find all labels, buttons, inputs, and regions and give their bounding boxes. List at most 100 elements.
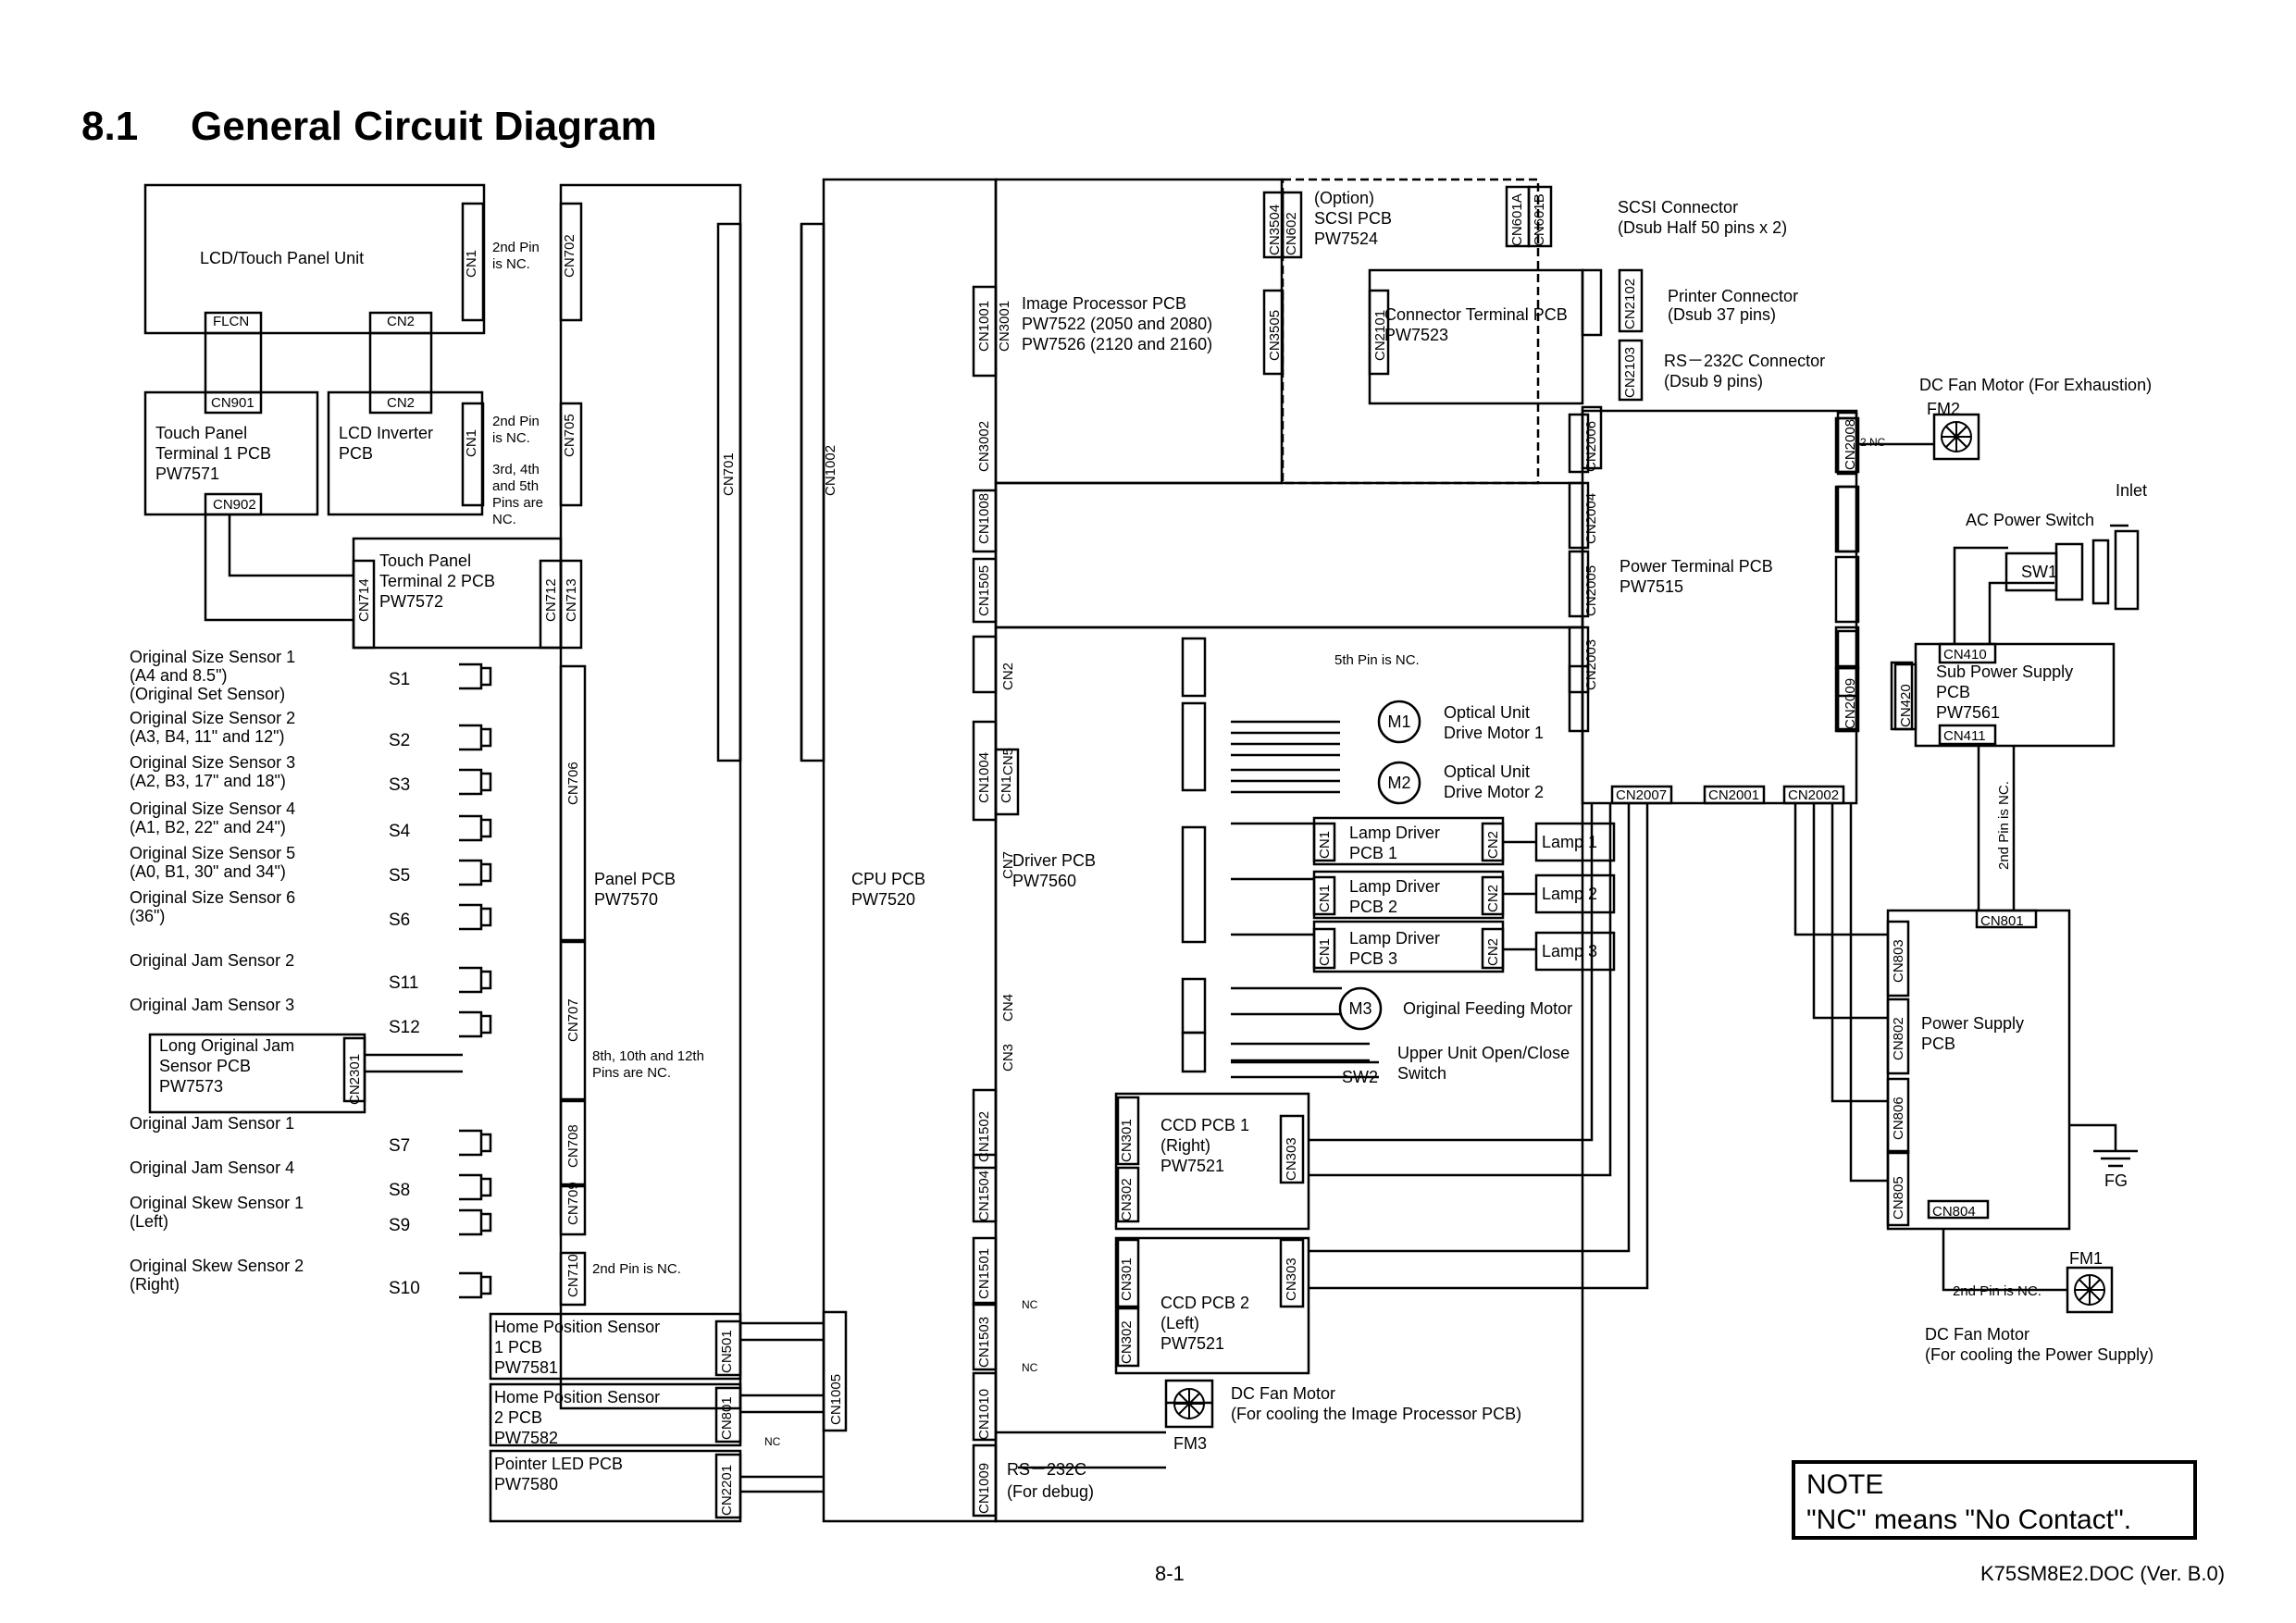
pcb-label-tp1: Terminal 1 PCB [155, 444, 271, 463]
pcb-label-lcd: LCD/Touch Panel Unit [200, 249, 364, 267]
sensor-icon [459, 1173, 492, 1201]
pcb-label-lcdinv: PCB [339, 444, 373, 463]
connector-label: CN706 [565, 762, 581, 805]
pcb-label-lamp2: Lamp 2 [1542, 885, 1597, 903]
sensor-label: Original Size Sensor 2 [130, 709, 295, 727]
connector-label: CN410 [1943, 647, 1987, 663]
connector-label: CN601A [1509, 193, 1525, 246]
fan-id: FM3 [1173, 1434, 1207, 1453]
connector-label: CN2301 [347, 1054, 363, 1105]
pcb-label-ccd2: PW7521 [1160, 1334, 1224, 1353]
section-number: 8.1 [81, 104, 139, 149]
connector-label: CN1008 [976, 493, 992, 544]
pcb-label-panel: PW7570 [594, 890, 658, 909]
fan-id: FM2 [1927, 400, 1960, 418]
connector-label: CN601B [1532, 193, 1547, 246]
pcb-label-lamp1: Lamp 1 [1542, 833, 1597, 851]
rs232-debug-label: (For debug) [1007, 1482, 1094, 1501]
connector-label: CN3002 [976, 421, 992, 472]
pcb-label-scsi: SCSI PCB [1314, 209, 1392, 228]
vertical-2nd-pin-note: 2nd Pin is NC. [1996, 781, 2012, 870]
pcb-label-ps: PCB [1921, 1035, 1955, 1053]
connector-label: CN1504 [976, 1171, 992, 1221]
connector-label: CN707 [565, 998, 581, 1042]
pcb-label-lamp2drv: PCB 2 [1349, 898, 1397, 916]
nc-mark: NC [1022, 1361, 1038, 1374]
sensor-label: Original Size Sensor 5 [130, 844, 295, 862]
pcb-label-driver: Driver PCB [1012, 851, 1096, 870]
fan-label: DC Fan Motor [1231, 1384, 1335, 1403]
two-nc-mark: 2 NC [1860, 436, 1886, 449]
sensor-switch-id: S7 [389, 1136, 410, 1156]
fg-label: FG [2104, 1171, 2128, 1190]
pcb-label-conn: PW7523 [1384, 326, 1448, 344]
second-pin-note-2: 2nd Pin [492, 414, 540, 429]
connector-label: CN1009 [976, 1463, 992, 1514]
pcb-label-led: PW7580 [494, 1475, 558, 1493]
sensor-icon [459, 663, 492, 690]
sensor-icon [459, 1271, 492, 1299]
connector-label: CN901 [211, 395, 254, 411]
motor-id: M3 [1348, 999, 1371, 1018]
fan-label: DC Fan Motor (For Exhaustion) [1919, 376, 2152, 394]
connector-label: CN1502 [976, 1111, 992, 1162]
connector-label: CN1 [464, 429, 479, 457]
second-pin-nc-note-fm1: 2nd Pin is NC. [1953, 1283, 2042, 1299]
sensor-switch-id: S2 [389, 731, 410, 750]
connector-label: CN4 [1000, 994, 1016, 1022]
connector-label: CN701 [721, 452, 737, 496]
scsi-connector-label: (Dsub Half 50 pins x 2) [1618, 218, 1787, 237]
pcb-label-driver: PW7560 [1012, 872, 1076, 890]
connector-label: CN2006 [1583, 421, 1599, 472]
pins-8-10-12-note: Pins are NC. [592, 1065, 671, 1081]
connector-label: CN2008 [1843, 419, 1858, 470]
pcb-label-subps: Sub Power Supply [1936, 663, 2073, 681]
connector-label: CN702 [562, 234, 577, 278]
motor-label: Original Feeding Motor [1403, 999, 1572, 1018]
connector-label: CN303 [1284, 1137, 1299, 1181]
sensor-switch-id: S8 [389, 1181, 410, 1200]
sensor-label: (A0, B1, 30" and 34") [130, 862, 286, 881]
connector-label: CN804 [1932, 1204, 1976, 1220]
connector-label: CN3 [1000, 1044, 1016, 1072]
pcb-label-lcdinv: LCD Inverter [339, 424, 433, 442]
connector-label: CN1501 [976, 1248, 992, 1299]
sensor-icon [459, 1010, 492, 1038]
connector-label: CN2201 [719, 1465, 735, 1516]
connector-label: CN1 [1317, 885, 1333, 912]
inlet-label: Inlet [2116, 481, 2147, 500]
pcb-label-hps1: PW7581 [494, 1358, 558, 1377]
connector-label: CN2 [1485, 885, 1501, 912]
connector-label: CN3504 [1267, 204, 1283, 255]
motor-label: Drive Motor 1 [1444, 724, 1544, 742]
pcb-label-hps1: Home Position Sensor [494, 1318, 660, 1336]
pcb-label-cpu: CPU PCB [851, 870, 925, 888]
pcb-label-lamp3drv: PCB 3 [1349, 949, 1397, 968]
sensor-switch-id: S12 [389, 1018, 420, 1037]
connector-label: CN411 [1943, 728, 1986, 744]
connector-label: CN5 [1000, 748, 1016, 775]
sensor-switch-id: S11 [389, 973, 418, 993]
sensor-label: Original Skew Sensor 1 [130, 1194, 304, 1212]
note-text: "NC" means "No Contact". [1806, 1505, 2132, 1535]
pcb-label-conn: Connector Terminal PCB [1384, 305, 1568, 324]
connector-label: CN802 [1891, 1017, 1906, 1060]
connector-label: CN2 [1000, 663, 1016, 690]
connector-label: CN1505 [976, 565, 992, 616]
sensor-label: Original Size Sensor 1 [130, 648, 295, 666]
connector-label: CN1001 [976, 301, 992, 352]
pcb-label-hps2: Home Position Sensor [494, 1388, 660, 1406]
motor-id: M1 [1387, 712, 1410, 731]
connector-label: CN3001 [997, 301, 1012, 352]
scsi-connector-label: SCSI Connector [1618, 198, 1738, 217]
sensor-label: Original Size Sensor 6 [130, 888, 295, 907]
upper-switch-label: Upper Unit Open/Close [1397, 1044, 1570, 1062]
pcb-label-ccd1: (Right) [1160, 1136, 1210, 1155]
pcb-label-tp2: Terminal 2 PCB [379, 572, 495, 590]
connector-label: CN1005 [828, 1374, 844, 1425]
is-nc-note: is NC. [492, 256, 530, 272]
sensor-switch-id: S6 [389, 911, 410, 930]
connector-label: CN2103 [1622, 347, 1638, 398]
pcb-label-longjam: Sensor PCB [159, 1057, 251, 1075]
connector-label: CN2 [1485, 831, 1501, 859]
